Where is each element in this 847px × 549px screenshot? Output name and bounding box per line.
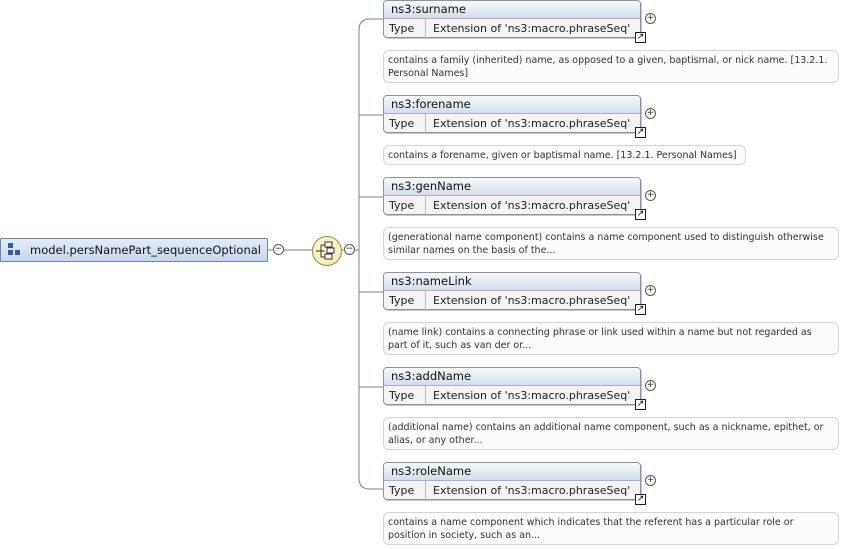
type-value: Extension of 'ns3:macro.phraseSeq' <box>433 117 631 130</box>
expand-plus-icon[interactable]: + <box>645 475 656 486</box>
documentation-box: (generational name component) contains a… <box>383 227 839 260</box>
type-key: Type <box>384 114 426 134</box>
element-name: ns3:genName <box>384 178 640 196</box>
sequence-icon <box>316 241 335 260</box>
documentation-box: contains a forename, given or baptismal … <box>383 145 746 165</box>
element-box[interactable]: ns3:nameLink Type Extension of 'ns3:macro… <box>383 272 641 311</box>
element-name: ns3:roleName <box>384 463 640 481</box>
element-name: ns3:nameLink <box>384 273 640 291</box>
documentation-box: (additional name) contains an additional… <box>383 417 839 450</box>
type-value: Extension of 'ns3:macro.phraseSeq' <box>433 389 631 402</box>
expand-plus-icon[interactable]: + <box>645 108 656 119</box>
arrow-jump-icon[interactable]: ↗ <box>635 399 646 410</box>
element-box[interactable]: ns3:forename Type Extension of 'ns3:macro… <box>383 95 641 134</box>
element-box[interactable]: ns3:roleName Type Extension of 'ns3:macro… <box>383 462 641 501</box>
type-value: Extension of 'ns3:macro.phraseSeq' <box>433 22 631 35</box>
element-box[interactable]: ns3:addName Type Extension of 'ns3:macro.… <box>383 367 641 406</box>
group-icon <box>8 243 22 257</box>
element-box[interactable]: ns3:surname Type Extension of 'ns3:macro.… <box>383 0 641 39</box>
arrow-jump-icon[interactable]: ↗ <box>635 209 646 220</box>
expand-plus-icon[interactable]: + <box>645 190 656 201</box>
type-key: Type <box>384 19 426 39</box>
type-key: Type <box>384 196 426 216</box>
arrow-jump-icon[interactable]: ↗ <box>635 494 646 505</box>
documentation-box: contains a family (inherited) name, as o… <box>383 50 839 83</box>
expand-plus-icon[interactable]: + <box>645 13 656 24</box>
expand-plus-icon[interactable]: + <box>645 380 656 391</box>
element-name: ns3:forename <box>384 96 640 114</box>
arrow-jump-icon[interactable]: ↗ <box>635 32 646 43</box>
sequence-compositor[interactable] <box>312 236 342 266</box>
type-key: Type <box>384 481 426 501</box>
documentation-box: contains a name component which indicate… <box>383 512 839 545</box>
type-value: Extension of 'ns3:macro.phraseSeq' <box>433 294 631 307</box>
arrow-jump-icon[interactable]: ↗ <box>635 127 646 138</box>
root-node-label: model.persNamePart_sequenceOptional <box>30 243 261 257</box>
type-value: Extension of 'ns3:macro.phraseSeq' <box>433 199 631 212</box>
sequence-collapse-minus-icon[interactable]: − <box>344 244 355 255</box>
type-value: Extension of 'ns3:macro.phraseSeq' <box>433 484 631 497</box>
arrow-jump-icon[interactable]: ↗ <box>635 304 646 315</box>
root-group-node[interactable]: model.persNamePart_sequenceOptional <box>0 238 268 262</box>
type-key: Type <box>384 386 426 406</box>
element-box[interactable]: ns3:genName Type Extension of 'ns3:macro.… <box>383 177 641 216</box>
documentation-box: (name link) contains a connecting phrase… <box>383 322 839 355</box>
element-name: ns3:addName <box>384 368 640 386</box>
expand-plus-icon[interactable]: + <box>645 285 656 296</box>
root-collapse-minus-icon[interactable]: − <box>273 244 284 255</box>
type-key: Type <box>384 291 426 311</box>
element-name: ns3:surname <box>384 1 640 19</box>
